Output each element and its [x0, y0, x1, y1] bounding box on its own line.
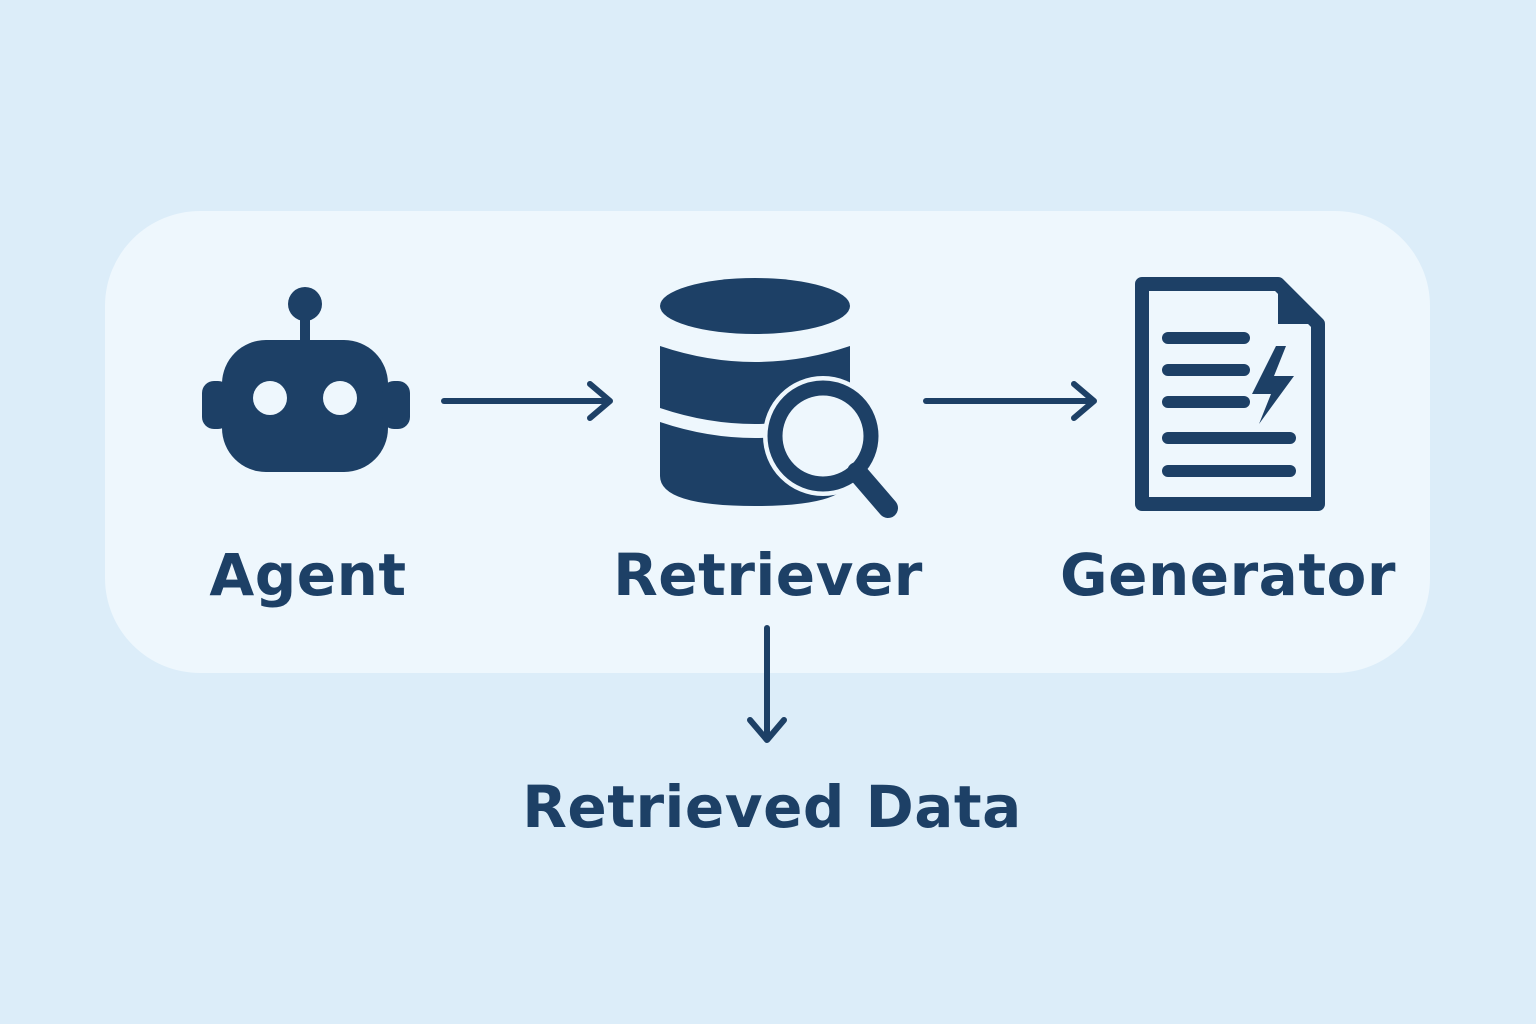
arrow-retriever-to-generator [922, 378, 1102, 424]
database-search-icon [658, 276, 903, 521]
retrieved-data-label: Retrieved Data [522, 773, 1022, 841]
agent-label: Agent [209, 541, 407, 609]
robot-icon [200, 286, 412, 476]
retriever-label: Retriever [613, 541, 923, 609]
arrow-retriever-to-data [744, 624, 790, 746]
generator-label: Generator [1060, 541, 1396, 609]
document-lightning-icon [1128, 276, 1330, 516]
arrow-agent-to-retriever [440, 378, 618, 424]
